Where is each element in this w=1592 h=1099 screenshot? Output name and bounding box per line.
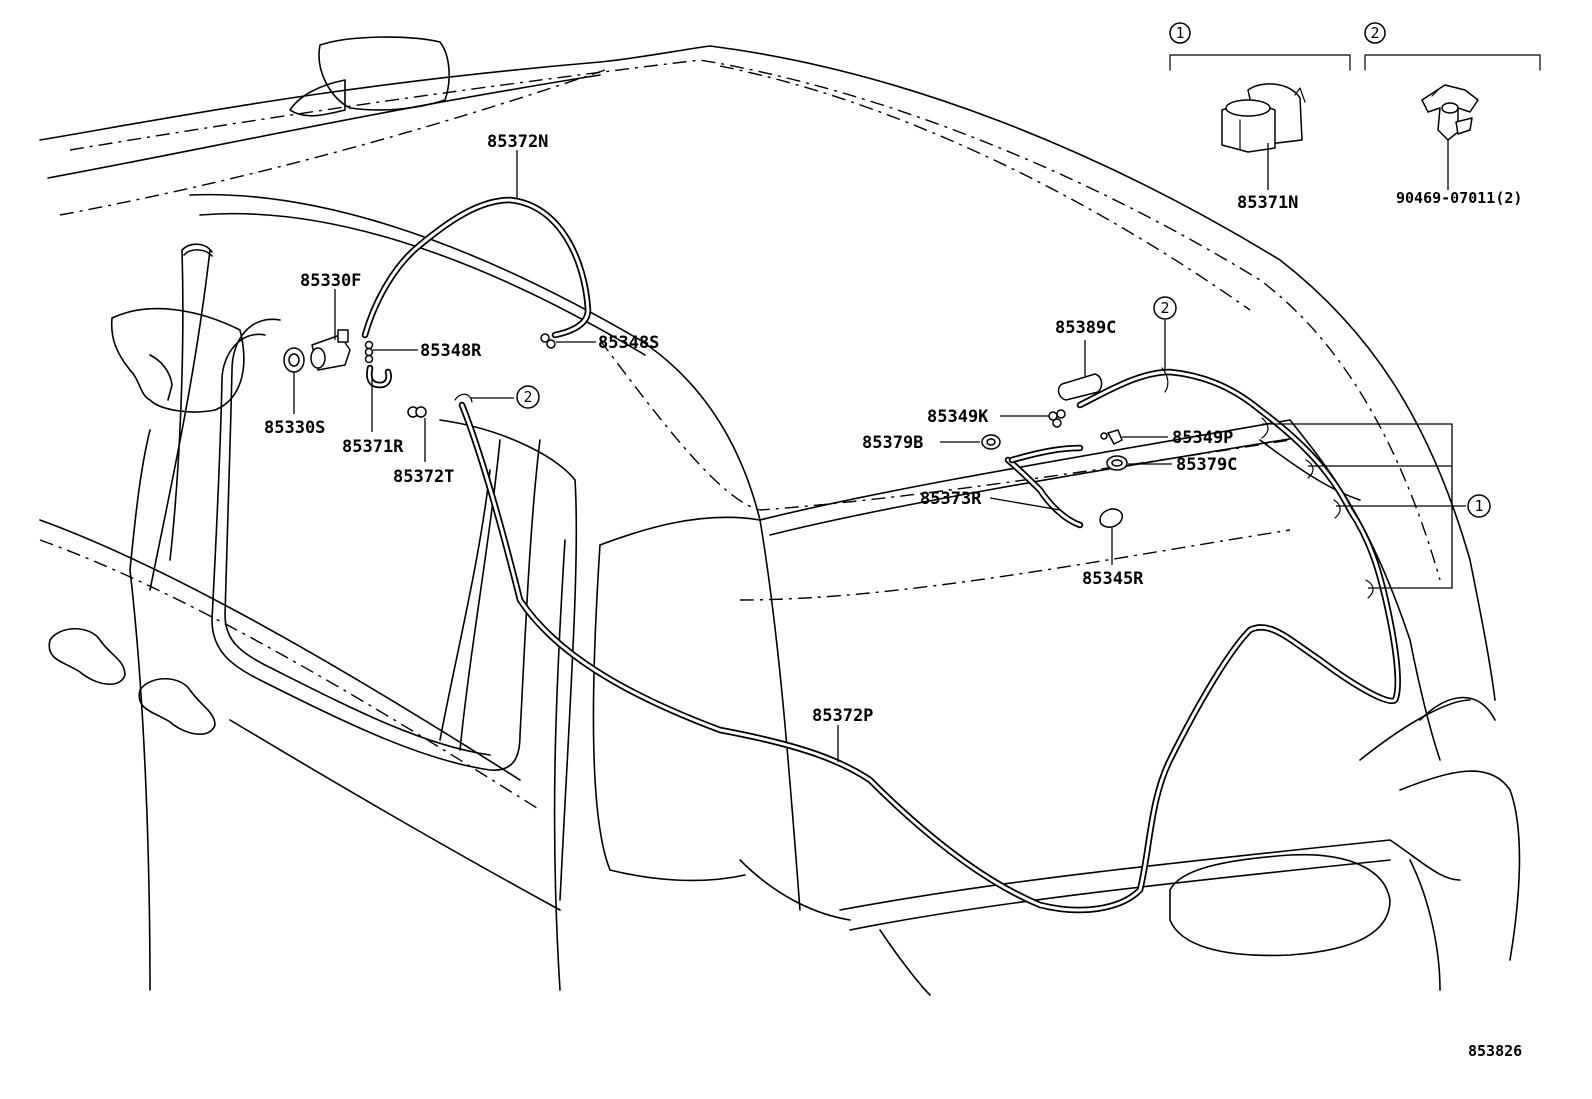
clamp-85371n-illustration bbox=[1221, 83, 1306, 153]
label-85345r: 85345R bbox=[1082, 569, 1144, 589]
vehicle-body bbox=[39, 36, 1521, 996]
label-85330f: 85330F bbox=[300, 271, 361, 291]
connector-85348s bbox=[540, 333, 550, 343]
check-valve-85348r bbox=[364, 340, 374, 350]
clamp-90469-illustration bbox=[1421, 84, 1479, 141]
label-85373r: 85373R bbox=[920, 489, 982, 509]
ref-2-side: 2 bbox=[523, 388, 532, 406]
label-85349k: 85349K bbox=[927, 407, 989, 427]
label-85371r: 85371R bbox=[342, 437, 404, 457]
label-85379b: 85379B bbox=[862, 433, 923, 453]
nozzle-85345r bbox=[1099, 508, 1123, 528]
washer-hoses bbox=[361, 196, 1401, 914]
label-85348s: 85348S bbox=[598, 333, 659, 353]
washer-parts bbox=[183, 249, 1128, 528]
label-85379c: 85379C bbox=[1176, 455, 1237, 475]
label-85372n: 85372N bbox=[487, 132, 548, 152]
label-85349p: 85349P bbox=[1172, 428, 1233, 448]
ref-1-rear: 1 bbox=[1474, 497, 1483, 515]
label-90469-07011: 90469-07011(2) bbox=[1396, 189, 1522, 207]
label-85372p: 85372P bbox=[812, 706, 873, 726]
inset-details bbox=[1169, 54, 1541, 153]
part-labels: 85372N 85330F 85348R 85348S 85330S 85371… bbox=[264, 132, 1522, 1060]
ref-1-inset: 1 bbox=[1175, 24, 1184, 42]
label-85371n: 85371N bbox=[1237, 193, 1298, 213]
cap-85389c bbox=[1057, 373, 1103, 401]
label-85330s: 85330S bbox=[264, 418, 325, 438]
label-85372t: 85372T bbox=[393, 467, 454, 487]
leader-lines bbox=[293, 140, 1466, 762]
figure-number: 853826 bbox=[1468, 1042, 1522, 1060]
label-85389c: 85389C bbox=[1055, 318, 1116, 338]
joint-85349p bbox=[1107, 429, 1123, 445]
reference-markers: 1 2 2 2 1 bbox=[516, 22, 1491, 518]
ref-2-inset: 2 bbox=[1370, 24, 1379, 42]
label-85348r: 85348R bbox=[420, 341, 482, 361]
ref-2-roof: 2 bbox=[1160, 299, 1169, 317]
